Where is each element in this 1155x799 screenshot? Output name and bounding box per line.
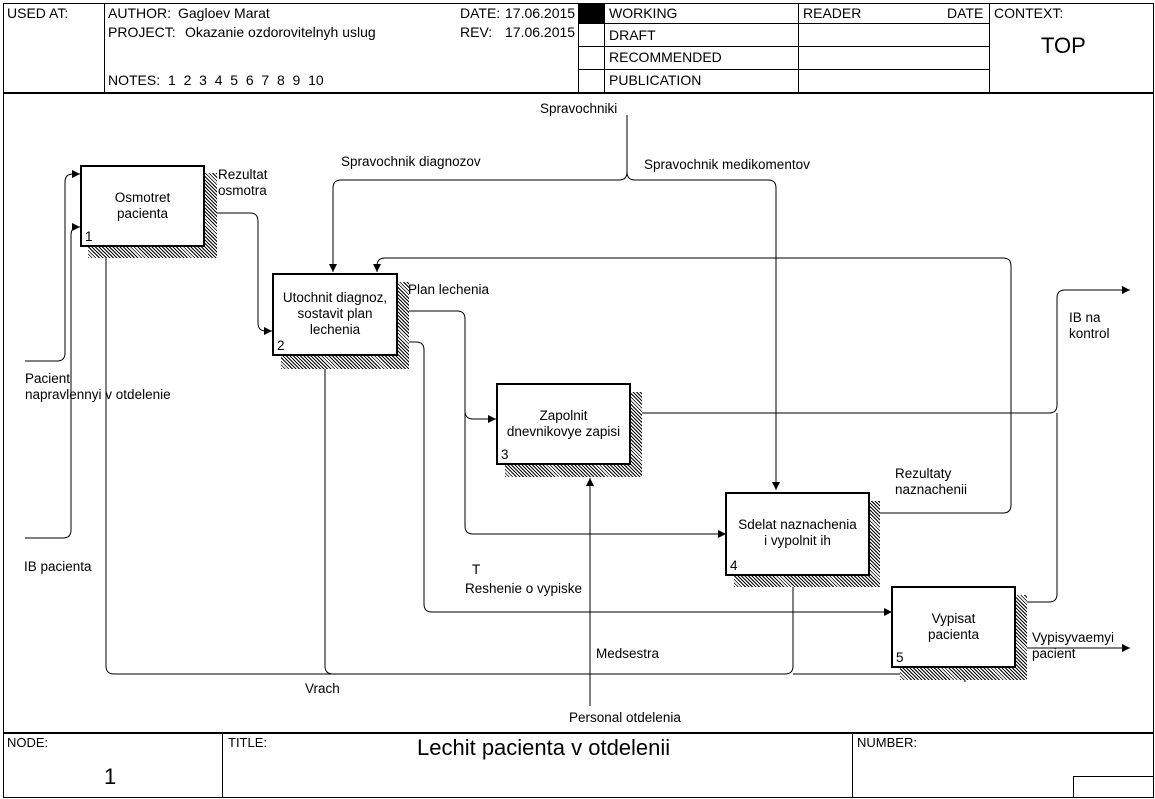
- footer-divider-1: [222, 733, 223, 798]
- box-5-line-1: Vypisat: [931, 611, 976, 626]
- date-value: 17.06.2015: [505, 5, 576, 21]
- box-5-line-2: pacienta: [927, 627, 980, 642]
- arrow-ib-na-kontrol: [630, 286, 1130, 414]
- node-label: NODE:: [7, 735, 49, 750]
- label-spravochnik-diagnozov: Spravochnik diagnozov: [341, 154, 481, 169]
- node-value: 1: [104, 764, 117, 789]
- arrow-medsestra-box4: [590, 576, 797, 675]
- author-label: AUTHOR:: [108, 5, 171, 21]
- page-title: Lechit pacienta v otdelenii: [417, 735, 671, 760]
- label-reshenie-o-vypiske: Reshenie o vypiske: [465, 581, 583, 596]
- arrow-vrach-to-box1: [102, 248, 333, 675]
- label-personal-otdelenia: Personal otdelenia: [569, 710, 681, 725]
- box-2-line-2: sostavit plan: [297, 306, 373, 321]
- box-2-line-3: lechenia: [309, 322, 361, 337]
- reader-date-label: DATE: [947, 5, 984, 21]
- notes-label: NOTES:: [108, 72, 161, 88]
- label-ib-na-kontrol-2: kontrol: [1069, 326, 1110, 341]
- label-vypis-2: pacient: [1032, 646, 1076, 661]
- box-1-line-2: pacienta: [116, 206, 169, 221]
- box-3-line-1: Zapolnit: [539, 408, 588, 423]
- status-recommended: RECOMMENDED: [609, 49, 722, 65]
- context-value: TOP: [1041, 33, 1086, 58]
- rev-label: REV:: [460, 24, 493, 40]
- author-value: Gagloev Marat: [178, 5, 270, 21]
- working-marker: [579, 4, 604, 23]
- box-4-line-1: Sdelat naznachenia: [738, 517, 857, 532]
- number-label: NUMBER:: [857, 735, 917, 750]
- box-4-number: 4: [730, 558, 738, 573]
- header-divider-2: [578, 3, 579, 93]
- arrow-pacient-napravlennyi: [25, 170, 80, 362]
- arrow-ib-pacienta: [25, 223, 80, 539]
- box-4-line-2: i vypolnit ih: [764, 533, 831, 548]
- header-divider-3: [604, 3, 605, 93]
- box-1-number: 1: [85, 229, 93, 244]
- box-5-number: 5: [896, 650, 904, 665]
- arrow-plan-to-box4: [464, 411, 726, 538]
- reader-label: READER: [803, 5, 862, 21]
- arrow-spravochnik-medikomentov: [626, 171, 780, 490]
- box-3-number: 3: [501, 447, 509, 462]
- label-ib-pacienta: IB pacienta: [24, 559, 92, 574]
- label-rezultaty-2: naznachenii: [895, 482, 968, 497]
- rev-value: 17.06.2015: [505, 24, 576, 40]
- label-medsestra: Medsestra: [596, 646, 660, 661]
- arrow-reshenie-o-vypiske: [397, 341, 892, 616]
- status-publication: PUBLICATION: [609, 72, 702, 88]
- used-at-label: USED AT:: [7, 5, 69, 21]
- label-spravochniki: Spravochniki: [540, 101, 618, 116]
- diagram-frame: [3, 93, 1154, 733]
- box-2-number: 2: [277, 338, 285, 353]
- label-ib-na-kontrol-1: IB na: [1069, 310, 1101, 325]
- arrow-rezultat-osmotra: [204, 212, 272, 335]
- label-rezultat-osmotra-2: osmotra: [218, 183, 267, 198]
- status-working: WORKING: [609, 5, 678, 21]
- header-divider-1: [104, 3, 105, 93]
- label-vypis-1: Vypisyvaemyi: [1032, 630, 1115, 645]
- label-rezultaty-1: Rezultaty: [895, 466, 952, 481]
- title-label: TITLE:: [228, 735, 268, 750]
- project-label: PROJECT:: [108, 24, 176, 40]
- status-draft: DRAFT: [609, 27, 656, 43]
- label-t-mark: T: [472, 562, 481, 577]
- box-1-line-1: Osmotret: [114, 190, 171, 205]
- arrow-box5-output: [1015, 413, 1058, 603]
- footer-corner-box: [1073, 776, 1154, 798]
- label-rezultat-osmotra-1: Rezultat: [218, 167, 268, 182]
- box-3-line-2: dnevnikovye zapisi: [506, 424, 621, 439]
- label-pacient-2: napravlennyi v otdelenie: [25, 387, 171, 402]
- notes-value: 1 2 3 4 5 6 7 8 9 10: [168, 72, 324, 88]
- status-row-line-3: [578, 69, 989, 70]
- arrow-spravochniki: [329, 115, 628, 272]
- project-value: Okazanie ozdorovitelnyh uslug: [185, 24, 376, 40]
- arrow-plan-lechenia: [397, 310, 496, 423]
- status-row-line-2: [578, 46, 989, 47]
- arrow-rezultaty-naznachenii: [373, 257, 1012, 514]
- context-label: CONTEXT:: [994, 5, 1064, 21]
- date-label: DATE:: [460, 5, 501, 21]
- label-pacient-1: Pacient: [25, 371, 71, 386]
- box-2-line-1: Utochnit diagnoz,: [282, 290, 388, 305]
- status-row-line-1: [578, 23, 989, 24]
- label-plan-lechenia: Plan lechenia: [408, 282, 490, 297]
- label-vrach: Vrach: [305, 681, 340, 696]
- label-spravochnik-medikomentov: Spravochnik medikomentov: [644, 157, 810, 172]
- header-divider-4: [798, 3, 799, 93]
- footer-frame: [3, 733, 1154, 798]
- footer-divider-2: [852, 733, 853, 798]
- header-divider-5: [989, 3, 990, 93]
